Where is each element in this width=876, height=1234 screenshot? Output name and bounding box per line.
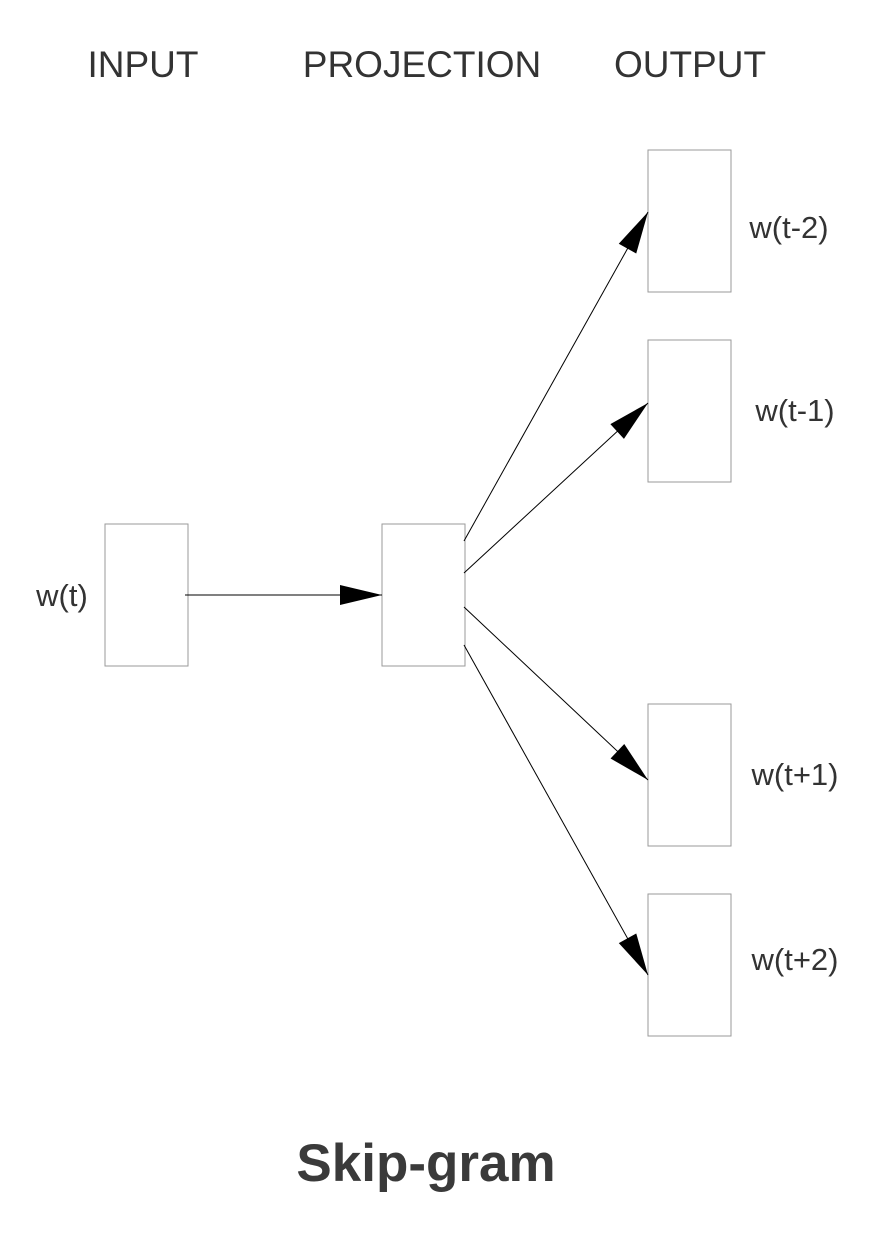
input-word-label: w(t) <box>35 578 88 613</box>
edge-projection-to-t-minus-2 <box>463 211 649 542</box>
output-box-t-minus-2 <box>647 149 732 293</box>
arrowhead-projection-to-t-minus-1 <box>610 403 648 439</box>
arrowhead-projection-to-t-plus-2 <box>618 933 648 975</box>
output-word-label-t-minus-1: w(t-1) <box>754 393 834 428</box>
projection-column-header: PROJECTION <box>303 44 541 85</box>
output-word-label-t-plus-1: w(t+1) <box>751 757 839 792</box>
output-word-label-t-plus-2: w(t+2) <box>751 942 839 977</box>
diagram-title: Skip-gram <box>296 1134 555 1193</box>
output-word-label-t-minus-2: w(t-2) <box>748 210 828 245</box>
output-box-t-minus-1 <box>647 339 732 483</box>
arrowhead-input-to-projection <box>340 585 382 605</box>
arrowheads <box>340 212 648 975</box>
arrowhead-projection-to-t-minus-2 <box>618 212 648 254</box>
arrowhead-projection-to-t-plus-1 <box>610 743 648 780</box>
edge-projection-to-t-plus-2 <box>463 644 649 976</box>
output-box-t-plus-1 <box>647 703 732 847</box>
input-box <box>104 523 189 667</box>
output-column-header: OUTPUT <box>614 44 766 85</box>
output-box-t-plus-2 <box>647 893 732 1037</box>
projection-box <box>381 523 466 667</box>
edge-projection-to-t-plus-1 <box>463 606 649 781</box>
input-column-header: INPUT <box>88 44 199 85</box>
edges <box>185 211 649 976</box>
